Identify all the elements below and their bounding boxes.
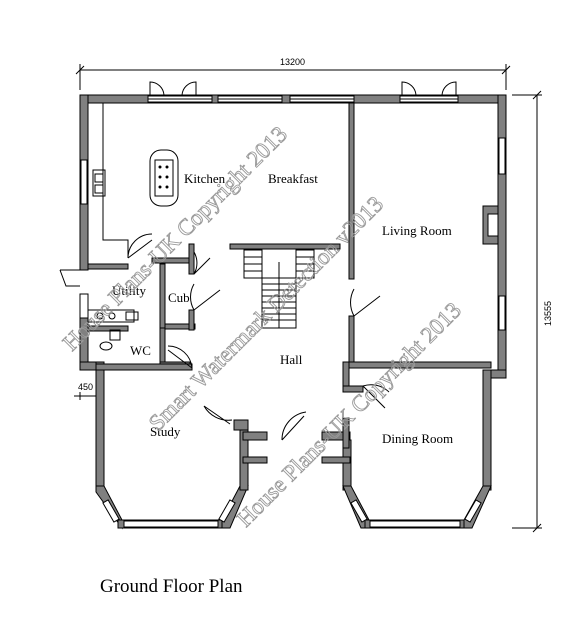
room-label-dining: Dining Room — [382, 431, 453, 446]
offset-label: 450 — [78, 382, 93, 392]
depth-dimension: 13555 — [512, 90, 553, 533]
room-label-cub: Cub — [168, 290, 190, 305]
room-label-living: Living Room — [382, 223, 452, 238]
room-label-wc: WC — [130, 343, 151, 358]
stairs — [243, 249, 315, 329]
room-labels: Kitchen Breakfast Living Room Utility Cu… — [112, 171, 453, 446]
room-label-study: Study — [150, 424, 181, 439]
side-windows — [79, 137, 506, 528]
fireplace — [482, 205, 499, 245]
internal-walls — [87, 102, 492, 449]
room-label-breakfast: Breakfast — [268, 171, 318, 186]
room-label-hall: Hall — [280, 352, 303, 367]
kitchen-fittings — [92, 103, 179, 258]
depth-label: 13555 — [543, 301, 553, 326]
plan-title: Ground Floor Plan — [100, 576, 243, 597]
width-dimension: 13200 — [75, 57, 511, 90]
room-label-utility: Utility — [112, 283, 146, 298]
room-label-kitchen: Kitchen — [184, 171, 226, 186]
width-label: 13200 — [280, 57, 305, 67]
top-windows — [147, 81, 459, 103]
doors — [59, 233, 390, 441]
